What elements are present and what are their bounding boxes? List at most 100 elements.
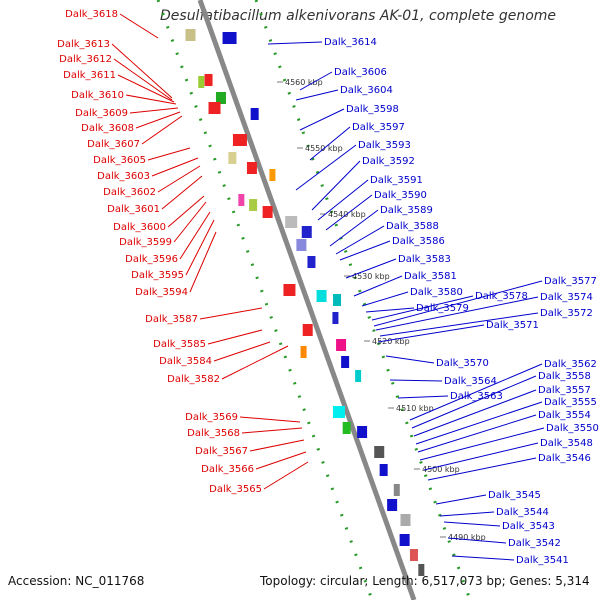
gene-label-right[interactable]: Dalk_3606 (334, 67, 387, 78)
gene-label-left[interactable]: Dalk_3600 (113, 222, 166, 233)
gene-label-right[interactable]: Dalk_3562 (544, 359, 597, 370)
label-leader-line (221, 345, 289, 380)
gene-feature (198, 76, 205, 88)
gene-label-right[interactable]: Dalk_3581 (404, 271, 457, 282)
gene-feature (228, 152, 237, 164)
gene-label-left[interactable]: Dalk_3587 (145, 314, 198, 325)
label-leader-line (325, 194, 373, 231)
gene-label-right[interactable]: Dalk_3541 (516, 555, 569, 566)
label-leader-line (189, 231, 217, 293)
gene-label-right[interactable]: Dalk_3542 (508, 538, 561, 549)
gene-label-right[interactable]: Dalk_3580 (410, 287, 463, 298)
gene-label-left[interactable]: Dalk_3582 (167, 374, 220, 385)
gene-label-right[interactable]: Dalk_3589 (380, 205, 433, 216)
gene-label-right[interactable]: Dalk_3597 (352, 122, 405, 133)
label-leader-line (361, 291, 409, 307)
gene-label-right[interactable]: Dalk_3598 (346, 104, 399, 115)
label-leader-line (353, 275, 403, 297)
label-leader-line (417, 414, 537, 453)
gene-label-left[interactable]: Dalk_3612 (59, 54, 112, 65)
gene-label-left[interactable]: Dalk_3602 (103, 187, 156, 198)
gene-label-right[interactable]: Dalk_3614 (324, 37, 377, 48)
gene-label-left[interactable]: Dalk_3603 (97, 171, 150, 182)
gene-feature (418, 564, 425, 576)
gene-label-left[interactable]: Dalk_3601 (107, 204, 160, 215)
gene-label-right[interactable]: Dalk_3545 (488, 490, 541, 501)
gene-label-left[interactable]: Dalk_3565 (209, 484, 262, 495)
gene-label-left[interactable]: Dalk_3566 (201, 464, 254, 475)
gene-label-right[interactable]: Dalk_3604 (340, 85, 393, 96)
gene-feature (387, 499, 398, 511)
label-leader-line (311, 160, 361, 211)
gene-label-right[interactable]: Dalk_3548 (540, 438, 593, 449)
gene-label-left[interactable]: Dalk_3609 (75, 108, 128, 119)
gene-feature (409, 549, 418, 561)
gene-label-right[interactable]: Dalk_3558 (538, 371, 591, 382)
gene-label-right[interactable]: Dalk_3563 (450, 391, 503, 402)
gene-feature (333, 294, 342, 306)
gene-label-right[interactable]: Dalk_3579 (416, 303, 469, 314)
gene-feature (250, 108, 259, 120)
gene-label-right[interactable]: Dalk_3544 (496, 507, 549, 518)
label-leader-line (207, 329, 263, 345)
gene-label-right[interactable]: Dalk_3564 (444, 376, 497, 387)
label-leader-line (241, 427, 303, 434)
gene-label-right[interactable]: Dalk_3554 (538, 410, 591, 421)
gene-label-right[interactable]: Dalk_3571 (486, 320, 539, 331)
gene-feature (246, 162, 257, 174)
label-leader-line (397, 395, 449, 399)
gene-feature (332, 406, 345, 418)
gene-feature (185, 29, 196, 41)
gene-label-right[interactable]: Dalk_3550 (546, 423, 599, 434)
label-leader-line (329, 209, 379, 247)
kbp-label: 4510 kbp (396, 404, 434, 413)
gene-label-left[interactable]: Dalk_3610 (71, 90, 124, 101)
gene-label-right[interactable]: Dalk_3572 (540, 308, 593, 319)
gene-label-right[interactable]: Dalk_3590 (374, 190, 427, 201)
gene-label-right[interactable]: Dalk_3577 (544, 276, 597, 287)
label-leader-line (249, 439, 305, 452)
gene-label-right[interactable]: Dalk_3557 (538, 385, 591, 396)
gene-label-left[interactable]: Dalk_3568 (187, 428, 240, 439)
gene-label-right[interactable]: Dalk_3591 (370, 175, 423, 186)
gene-label-right[interactable]: Dalk_3543 (502, 521, 555, 532)
gene-label-left[interactable]: Dalk_3599 (119, 237, 172, 248)
gene-label-right[interactable]: Dalk_3593 (358, 140, 411, 151)
gene-feature (204, 74, 213, 86)
gene-feature (393, 484, 400, 496)
gene-label-left[interactable]: Dalk_3613 (57, 39, 110, 50)
label-leader-line (299, 108, 345, 131)
gene-label-left[interactable]: Dalk_3596 (125, 254, 178, 265)
gene-label-left[interactable]: Dalk_3569 (185, 412, 238, 423)
gene-label-right[interactable]: Dalk_3546 (538, 453, 591, 464)
label-leader-line (419, 427, 545, 461)
gene-label-left[interactable]: Dalk_3608 (81, 123, 134, 134)
gene-feature (285, 216, 298, 228)
gene-label-right[interactable]: Dalk_3574 (540, 292, 593, 303)
gene-feature (222, 32, 237, 44)
gene-feature (238, 194, 245, 206)
kbp-label: 4500 kbp (422, 465, 460, 474)
gene-label-left[interactable]: Dalk_3611 (63, 70, 116, 81)
gene-feature (316, 290, 327, 302)
label-leader-line (173, 201, 207, 243)
label-leader-line (451, 555, 515, 561)
gene-label-left[interactable]: Dalk_3594 (135, 287, 188, 298)
gene-label-right[interactable]: Dalk_3583 (398, 254, 451, 265)
gene-label-right[interactable]: Dalk_3592 (362, 156, 415, 167)
gene-label-left[interactable]: Dalk_3584 (159, 356, 212, 367)
gene-label-right[interactable]: Dalk_3570 (436, 358, 489, 369)
gene-label-left[interactable]: Dalk_3567 (195, 446, 248, 457)
gene-label-right[interactable]: Dalk_3555 (544, 397, 597, 408)
gene-label-left[interactable]: Dalk_3618 (65, 9, 118, 20)
gene-label-left[interactable]: Dalk_3595 (131, 270, 184, 281)
gene-label-left[interactable]: Dalk_3585 (153, 339, 206, 350)
gene-label-right[interactable]: Dalk_3586 (392, 236, 445, 247)
gene-label-right[interactable]: Dalk_3578 (475, 291, 528, 302)
gene-feature (232, 134, 247, 146)
gene-label-right[interactable]: Dalk_3588 (386, 221, 439, 232)
gene-label-left[interactable]: Dalk_3605 (93, 155, 146, 166)
gene-label-left[interactable]: Dalk_3607 (87, 139, 140, 150)
label-leader-line (365, 307, 415, 313)
